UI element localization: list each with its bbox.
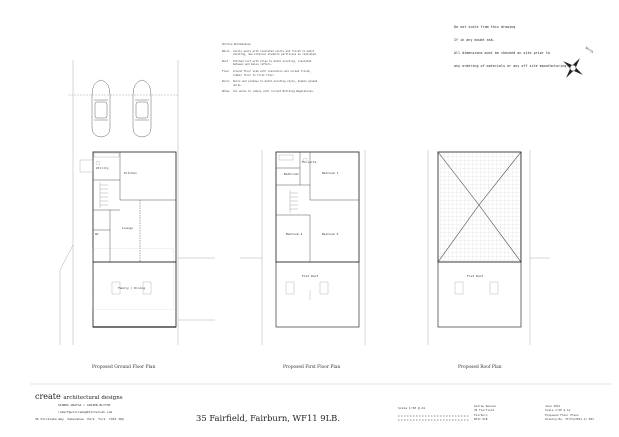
company-person-line: SIOBHA GRATSA / ADVIEN BLYTHS [58, 403, 111, 407]
disclaimer-line: All dimensions must be checked on site p… [454, 51, 550, 56]
room-label-wc: WC [95, 232, 99, 236]
notes-key: Floor [222, 69, 230, 73]
car-outline-left [91, 79, 111, 138]
room-label-bedroom1: Bedroom 1 [322, 171, 339, 175]
room-label-flat-roof: Flat Roof [302, 274, 319, 278]
room-label-bedroom2: Bedroom 2 [286, 232, 303, 236]
notes-header: Outline Workmanship [222, 43, 251, 46]
roof-plan [437, 151, 522, 328]
notes-value: Doors and windows to match existing styl… [233, 80, 318, 87]
site-boundary-lines [59, 60, 550, 345]
disclaimer-line: If in any doubt ask. [454, 38, 495, 43]
notes-value: All works to comply with current Buildin… [233, 90, 315, 94]
first-floor-plan [275, 151, 360, 328]
company-address: 36 Sticklake Way Oakenshaw Park York YO3… [35, 417, 124, 421]
ground-floor-plan [79, 151, 177, 328]
room-label-utility: Utility [96, 166, 109, 170]
disclaimer-text: Do not scale from this drawing If in any… [454, 16, 614, 73]
company-tagline: architectural designs [63, 395, 123, 401]
room-label-en-suite: En-suite [302, 160, 317, 164]
company-name: create [35, 392, 61, 401]
room-label-bedroom3: Bedroom 3 [322, 232, 339, 236]
room-label-bathroom: Bathroom [284, 172, 299, 176]
notes-value: Pitched roof with tiles to match existin… [233, 59, 312, 67]
room-label-flat-roof-plan: Flat Roof [467, 274, 484, 278]
room-label-kitchen: Kitchen [124, 171, 137, 175]
room-label-lounge: Lounge [122, 226, 133, 230]
titleblock-client: Andrew Roscoe 35 Fairfield Fairburn WF11… [474, 404, 496, 422]
titleblock-info: June 2021 Scale 1:50 @ A1 Proposed Floor… [545, 404, 594, 422]
roof-plan-title: Proposed Roof Plan [458, 365, 502, 370]
car-outline-right [132, 79, 152, 138]
first-floor-plan-title: Proposed First Floor Plan [283, 365, 341, 370]
disclaimer-line: Do not scale from this drawing [454, 24, 516, 29]
north-arrow-icon [563, 58, 583, 78]
notes-key: Walls [222, 49, 230, 53]
notes-key: Roof [222, 59, 229, 63]
notes-row: Roof Pitched roof with tiles to match exi… [222, 60, 318, 67]
ground-floor-plan-title: Proposed Ground Floor Plan [92, 365, 156, 370]
notes-value: Ground floor slab with insulation and sc… [233, 69, 312, 77]
disclaimer-line: any ordering of materials or any off sit… [454, 64, 569, 69]
notes-key: Doors [222, 80, 230, 84]
project-address: 35 Fairfield, Fairburn, WF11 9LB. [196, 413, 340, 423]
scale-bar [398, 415, 470, 421]
notes-key: Notes [222, 90, 230, 94]
company-brand: create architectural designs [35, 392, 123, 401]
company-email: robert@williams@btinternet.com [58, 410, 113, 414]
notes-value: Cavity walls with insulated cavity and f… [233, 49, 318, 57]
room-label-family-dining: Family / Dining [118, 286, 146, 290]
scale-bar-label: Scale 1:50 @ A1 [398, 406, 426, 410]
